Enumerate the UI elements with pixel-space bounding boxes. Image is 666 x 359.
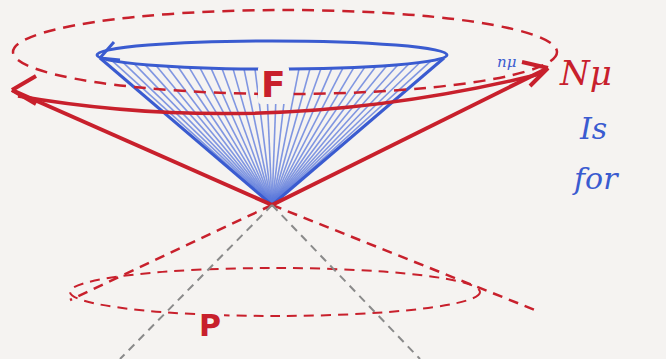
- future-cone-hatching: [112, 61, 431, 205]
- region-label: P: [196, 310, 224, 342]
- past-cone-edge: [70, 205, 272, 300]
- hatch-line: [123, 62, 272, 205]
- region-label: F: [258, 66, 289, 104]
- arrowhead: [100, 42, 120, 60]
- past-cone-edge-grey: [272, 205, 420, 359]
- future-cone-rim: [97, 41, 447, 69]
- vector-N: [272, 68, 548, 205]
- past-cone-edge: [272, 205, 540, 312]
- hatch-line: [272, 65, 398, 205]
- hatch-line: [145, 65, 272, 205]
- past-cone-rim: [70, 268, 480, 316]
- hatch-line: [272, 62, 420, 205]
- vector-label: Nμ: [560, 56, 612, 90]
- note-text: Is: [580, 114, 607, 144]
- hatch-line: [156, 65, 272, 205]
- hatch-line: [134, 64, 272, 205]
- vector-label: nμ: [494, 54, 519, 71]
- note-text: for: [574, 164, 618, 194]
- hatch-line: [167, 66, 272, 205]
- future-cone-edge: [100, 58, 272, 205]
- hatch-line: [272, 66, 387, 205]
- vector-N: [12, 90, 272, 205]
- hatch-line: [272, 64, 409, 205]
- past-cone-edge-grey: [120, 205, 272, 359]
